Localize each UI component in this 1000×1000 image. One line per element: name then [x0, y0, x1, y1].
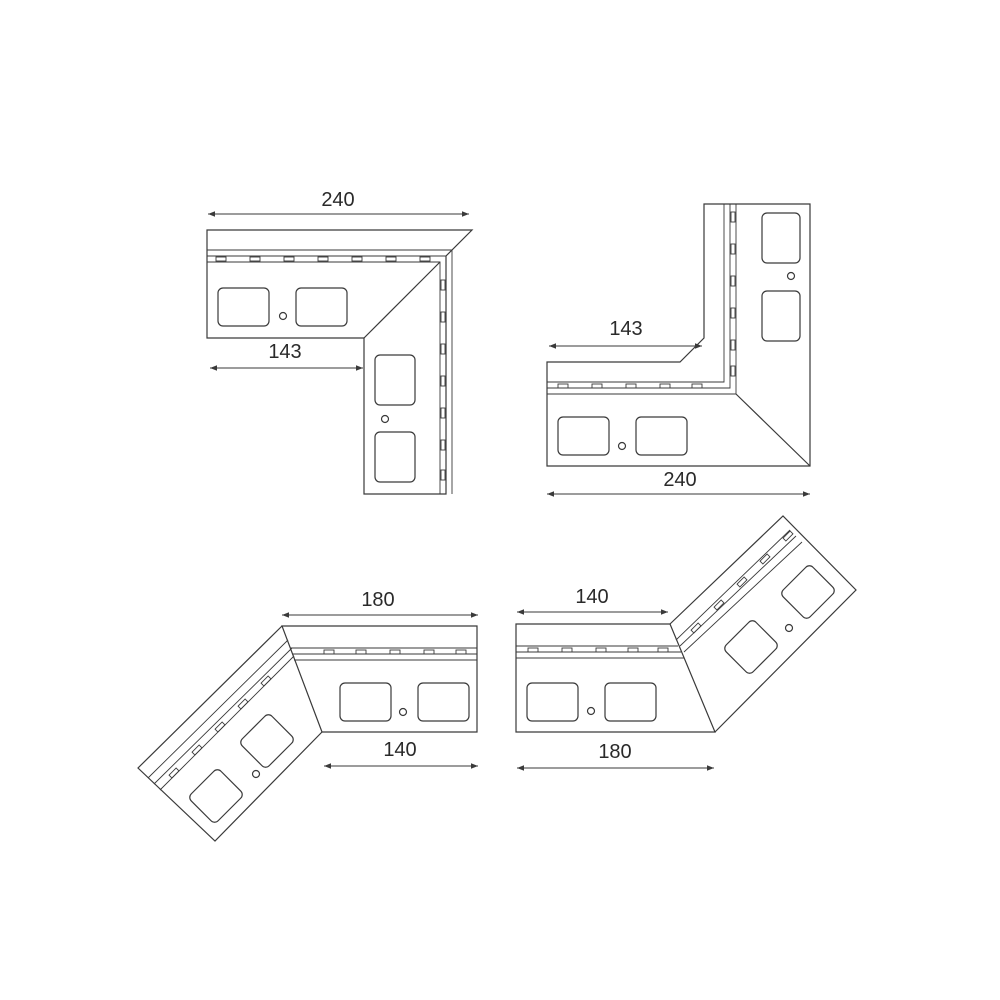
slot — [527, 647, 539, 653]
slot — [283, 256, 295, 262]
cutout-window — [761, 290, 801, 342]
elbow-45-left-rail-slots — [168, 649, 467, 779]
elbow-45-right-rail — [516, 529, 803, 659]
dimension-label-short: 143 — [268, 341, 301, 363]
elbow-90-right-inner-edge — [735, 393, 811, 467]
slot — [657, 647, 669, 653]
elbow-90-right-outline — [546, 203, 811, 467]
slot — [730, 307, 736, 319]
slot — [215, 256, 227, 262]
slot — [419, 256, 431, 262]
slot — [389, 649, 401, 655]
slot — [730, 243, 736, 255]
cutout-window — [604, 682, 657, 722]
slot — [355, 649, 367, 655]
dimension-label-short: 140 — [383, 739, 416, 761]
mounting-hole — [398, 707, 408, 717]
slot — [690, 622, 702, 634]
elbow-90-right-rail-slots — [557, 211, 736, 389]
cutout-window — [374, 431, 416, 483]
slot — [659, 383, 671, 389]
slot — [627, 647, 639, 653]
slot — [440, 375, 446, 387]
slot — [730, 275, 736, 287]
slot — [385, 256, 397, 262]
cutout-window — [526, 682, 579, 722]
slot — [168, 767, 180, 779]
slot — [557, 383, 569, 389]
cutout-window — [781, 565, 835, 619]
slot — [730, 339, 736, 351]
cutout-window — [189, 769, 243, 823]
mounting-hole — [380, 414, 390, 424]
slot — [317, 256, 329, 262]
mounting-hole — [278, 311, 288, 321]
dimension-label-short: 143 — [609, 318, 642, 340]
slot — [237, 698, 249, 710]
slot — [782, 530, 794, 542]
slot — [455, 649, 467, 655]
elbow-45-left-drawing: 180 140 — [137, 589, 478, 842]
slot — [691, 383, 703, 389]
elbow-90-left-rail-slots — [215, 256, 446, 481]
elbow-45-left-straight-outline — [281, 625, 478, 733]
cutout-window — [240, 714, 294, 768]
elbow-45-left-angled-outline — [137, 625, 323, 842]
cutout-window — [295, 287, 348, 327]
elbow-90-left-drawing: 240 143 — [206, 189, 474, 495]
slot — [440, 311, 446, 323]
cutout-window — [217, 287, 270, 327]
cutout-window — [374, 354, 416, 406]
mounting-hole — [786, 271, 796, 281]
slot — [730, 365, 736, 377]
dimension-label-long: 180 — [598, 741, 631, 763]
slot — [260, 675, 272, 687]
elbow-45-left-rail — [147, 639, 477, 791]
slot — [625, 383, 637, 389]
elbow-45-right-rail-slots — [527, 530, 794, 653]
elbow-90-right-rail — [547, 204, 737, 395]
cutout-window — [761, 212, 801, 264]
elbow-45-right-straight-outline — [515, 623, 716, 733]
cutout-window — [417, 682, 470, 722]
slot — [736, 576, 748, 588]
slot — [440, 469, 446, 481]
cutout-window — [339, 682, 392, 722]
slot — [440, 279, 446, 291]
mounting-hole — [251, 769, 261, 779]
mounting-hole — [617, 441, 627, 451]
mounting-hole — [586, 706, 596, 716]
slot — [713, 599, 725, 611]
elbow-90-left-rail — [207, 249, 453, 494]
dimension-label-long: 180 — [361, 589, 394, 611]
slot — [440, 343, 446, 355]
slot — [591, 383, 603, 389]
slot — [595, 647, 607, 653]
elbow-90-left-outline — [206, 229, 474, 495]
elbow-45-right-angled-outline — [669, 515, 857, 733]
slot — [323, 649, 335, 655]
elbow-90-left-inner-edge — [363, 261, 441, 339]
cutout-window — [724, 620, 778, 674]
dimension-label-long: 240 — [321, 189, 354, 211]
elbow-90-right-drawing: 143 240 — [546, 203, 811, 497]
slot — [440, 439, 446, 451]
cutout-window — [635, 416, 688, 456]
elbow-45-right-drawing: 140 180 — [515, 515, 857, 771]
mounting-hole — [784, 623, 794, 633]
slot — [351, 256, 363, 262]
slot — [759, 553, 771, 565]
slot — [191, 744, 203, 756]
slot — [440, 407, 446, 419]
cutout-window — [557, 416, 610, 456]
slot — [561, 647, 573, 653]
slot — [730, 211, 736, 223]
slot — [423, 649, 435, 655]
slot — [214, 721, 226, 733]
slot — [249, 256, 261, 262]
dimension-label-short: 140 — [575, 586, 608, 608]
dimension-label-long: 240 — [663, 469, 696, 491]
